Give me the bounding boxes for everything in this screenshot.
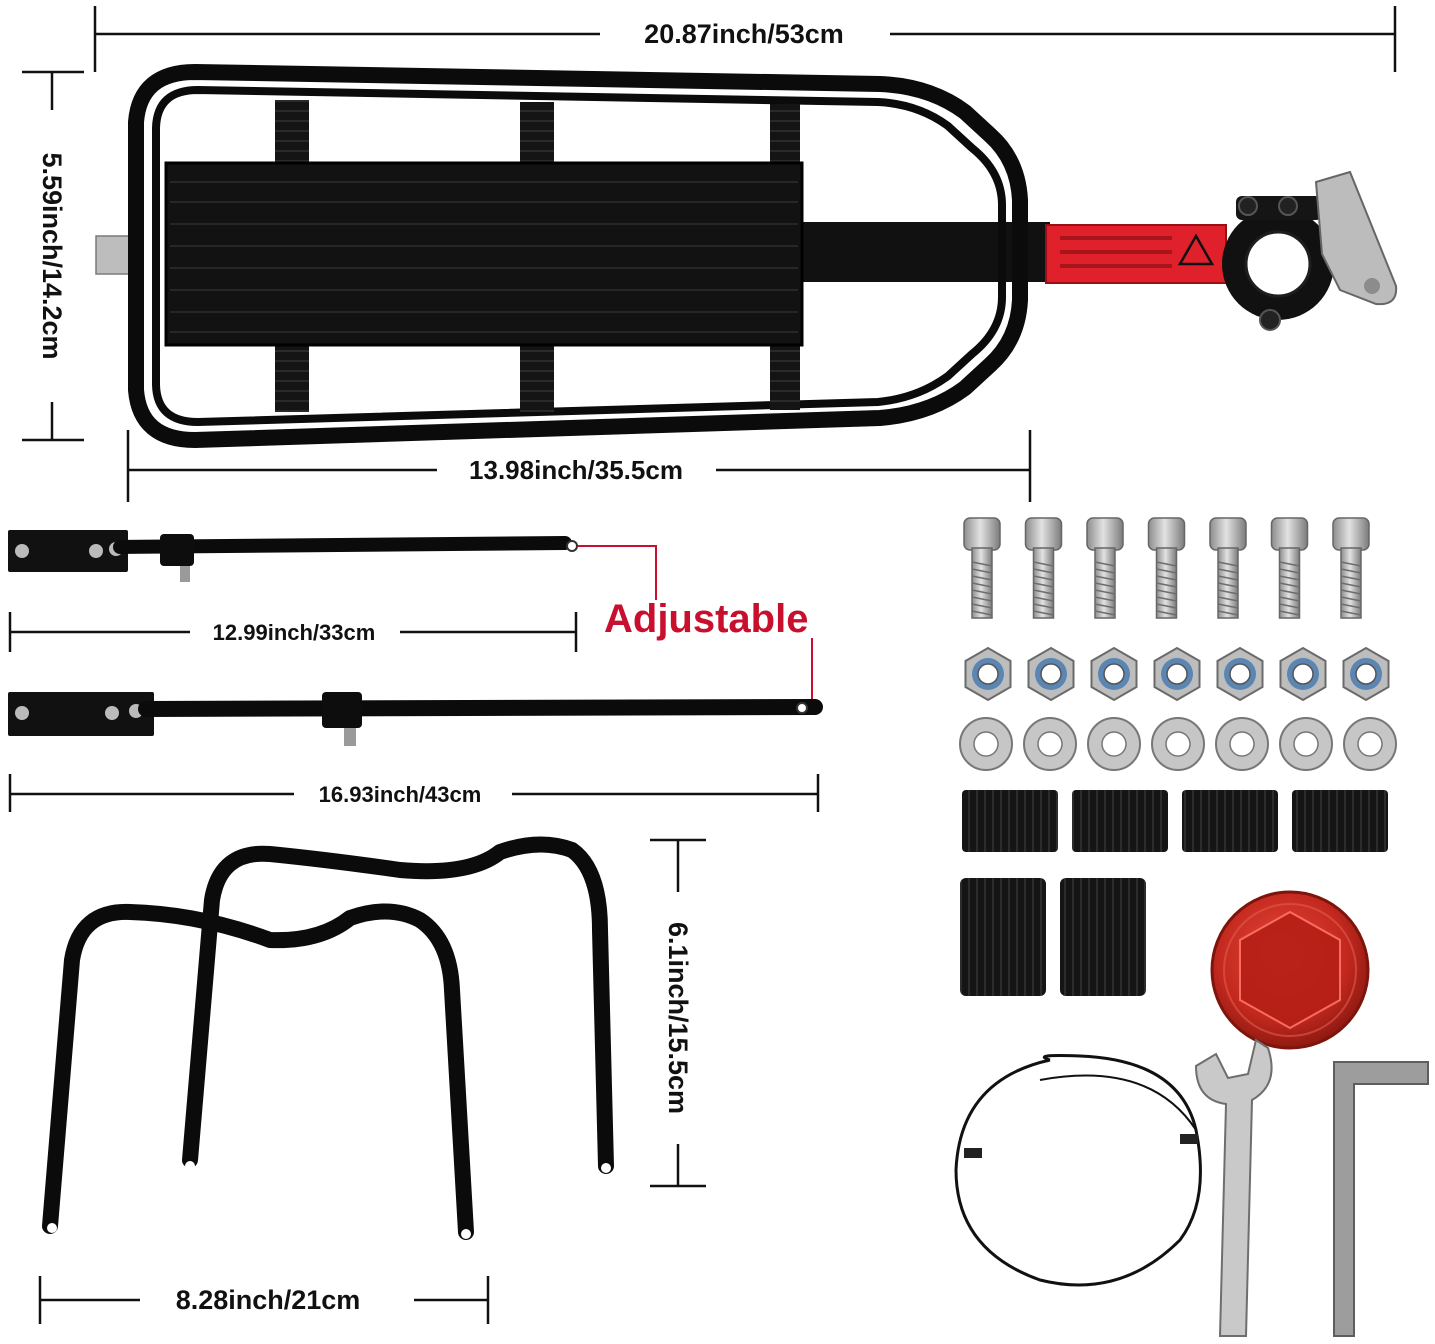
bolt: [1270, 517, 1309, 619]
lock-nuts: [964, 646, 1390, 702]
short-strut-label: 12.99inch/33cm: [213, 620, 376, 645]
adjustable-callout: Adjustable: [578, 545, 813, 702]
lock-nut: [1342, 646, 1390, 702]
elastic-cord: [954, 1054, 1202, 1287]
platform-length-label: 13.98inch/35.5cm: [469, 455, 683, 485]
long-strut-label: 16.93inch/43cm: [319, 782, 482, 807]
lock-nut: [1027, 646, 1075, 702]
stay-width-label: 8.28inch/21cm: [176, 1285, 361, 1315]
stay-height-dimension: 6.1inch/15.5cm: [650, 838, 706, 1188]
short-strut: [8, 530, 578, 582]
washer: [1087, 717, 1141, 771]
short-strut-dimension: 12.99inch/33cm: [8, 612, 578, 652]
long-strut-dimension: 16.93inch/43cm: [8, 774, 820, 812]
washer: [1023, 717, 1077, 771]
round-reflector: [1210, 890, 1370, 1050]
rubber-blocks: [960, 878, 1146, 996]
rack-length-label: 20.87inch/53cm: [644, 19, 844, 49]
washer: [1279, 717, 1333, 771]
stay-height-label: 6.1inch/15.5cm: [663, 922, 693, 1114]
washer: [1151, 717, 1205, 771]
washer: [959, 717, 1013, 771]
bolt: [1147, 517, 1186, 619]
rubber-pads: [962, 790, 1388, 852]
rack-width-dimension: 5.59inch/14.2cm: [22, 70, 84, 442]
open-end-wrench: [1194, 1038, 1273, 1337]
u-stays: [42, 836, 614, 1240]
platform-length-dimension: 13.98inch/35.5cm: [126, 430, 1032, 502]
lock-nut: [964, 646, 1012, 702]
stay-width-dimension: 8.28inch/21cm: [38, 1276, 490, 1324]
bolt: [1086, 517, 1124, 619]
rack-length-dimension: 20.87inch/53cm: [93, 6, 1397, 72]
hex-key: [1333, 1061, 1429, 1337]
bolt: [963, 517, 1001, 619]
long-strut: [8, 692, 823, 746]
bolt: [1209, 517, 1247, 619]
lock-nut: [1279, 646, 1327, 702]
washers: [959, 717, 1397, 771]
lock-nut: [1216, 646, 1264, 702]
rack-platform: [95, 64, 1050, 448]
seatpost-clamp: [1045, 170, 1398, 331]
bolts: [963, 517, 1370, 619]
washer: [1343, 717, 1397, 771]
lock-nut: [1153, 646, 1201, 702]
washer: [1215, 717, 1269, 771]
bolt: [1024, 517, 1063, 619]
lock-nut: [1090, 646, 1138, 702]
rack-width-label: 5.59inch/14.2cm: [37, 152, 67, 359]
adjustable-label: Adjustable: [604, 597, 808, 641]
bolt: [1332, 517, 1370, 619]
